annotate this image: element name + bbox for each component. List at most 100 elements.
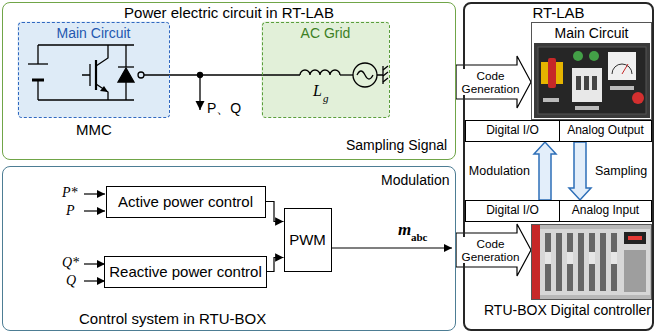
node-text: Digital I/O bbox=[486, 204, 539, 218]
main-circuit-photo bbox=[589, 51, 599, 61]
rtu-box-photo bbox=[611, 252, 617, 264]
mmc-symbol bbox=[32, 79, 44, 82]
edge-label: Code Generation bbox=[460, 69, 522, 96]
block-arrow bbox=[456, 224, 531, 276]
grid-symbol bbox=[340, 74, 353, 75]
grid-symbol bbox=[383, 66, 388, 82]
node-text: PWM bbox=[289, 231, 326, 248]
rtu-box-photo bbox=[611, 233, 617, 291]
mmc-symbol bbox=[100, 86, 108, 92]
port-cell: Analog Output bbox=[559, 120, 652, 142]
mmc-symbol bbox=[96, 84, 108, 100]
signal-name: P、Q bbox=[207, 100, 241, 116]
mmc-symbol bbox=[96, 45, 108, 66]
main-circuit-photo bbox=[573, 51, 583, 61]
main-circuit-photo bbox=[584, 76, 589, 90]
rtu-box-photo bbox=[545, 252, 551, 264]
main-circuit-photo bbox=[538, 47, 646, 114]
mmc-symbol bbox=[118, 66, 134, 67]
rtu-box-photo bbox=[540, 229, 650, 295]
photo-panel: Main Circuit bbox=[531, 22, 652, 120]
rtu-box-photo bbox=[624, 232, 646, 244]
process-box: Active power control bbox=[106, 186, 266, 218]
rtu-box-photo bbox=[532, 225, 651, 299]
main-circuit-photo bbox=[572, 68, 602, 102]
main-circuit-photo bbox=[543, 98, 559, 102]
block-arrow bbox=[456, 56, 531, 108]
dashed-region: Main Circuit bbox=[18, 22, 170, 118]
rtu-box-photo bbox=[624, 250, 646, 292]
part-name: MMC bbox=[76, 121, 112, 138]
control-signal-wires bbox=[84, 280, 105, 281]
process-box: Reactive power control bbox=[104, 256, 267, 288]
signal-name: m bbox=[398, 220, 411, 240]
rtu-box-photo bbox=[589, 252, 595, 264]
node-text: Main Circuit bbox=[19, 25, 169, 41]
signal-name: Q bbox=[66, 273, 76, 289]
node-text: Reactive power control bbox=[109, 263, 262, 280]
grid-symbol bbox=[353, 63, 377, 87]
node-text: Analog Input bbox=[572, 204, 639, 218]
mmc-symbol bbox=[138, 72, 144, 78]
rtu-box-photo bbox=[628, 236, 642, 240]
rtu-box-photo bbox=[567, 252, 573, 264]
mmc-symbol bbox=[28, 45, 144, 100]
signal-arrow bbox=[266, 202, 284, 222]
edge-label: Code Generation bbox=[460, 237, 522, 264]
signal-name: P* bbox=[62, 185, 78, 201]
symbol-subscript: g bbox=[323, 92, 329, 105]
mmc-symbol bbox=[118, 68, 134, 82]
main-circuit-photo bbox=[548, 58, 556, 88]
edge-label: Sampling bbox=[595, 164, 647, 178]
rtu-box-photo bbox=[532, 225, 540, 299]
signal-name: P bbox=[66, 203, 75, 219]
node-fill bbox=[18, 22, 170, 118]
signal-name: Modulation bbox=[381, 172, 450, 188]
rtu-box-photo bbox=[545, 233, 551, 291]
node-text: Digital I/O bbox=[486, 124, 539, 138]
node-text: Analog Output bbox=[567, 124, 644, 138]
port-cell: Analog Input bbox=[559, 200, 652, 222]
node-text: Main Circuit bbox=[532, 25, 651, 41]
port-cell: Digital I/O bbox=[465, 200, 560, 222]
mmc-symbol bbox=[37, 45, 38, 100]
node-text: AC Grid bbox=[263, 25, 389, 41]
control-signal-wires bbox=[84, 193, 105, 194]
rtu-box-photo bbox=[589, 233, 595, 291]
ac-wire bbox=[144, 74, 300, 75]
rtu-box-photo bbox=[578, 233, 584, 291]
main-circuit-photo bbox=[576, 76, 581, 90]
node-text: RTU-BOX Digital controller bbox=[484, 302, 651, 318]
port-cell: Digital I/O bbox=[465, 120, 560, 142]
node-text: Control system in RTU-BOX bbox=[79, 310, 266, 327]
main-circuit-photo bbox=[592, 76, 597, 90]
control-signal-wires bbox=[332, 247, 452, 248]
symbol-subscript: abc bbox=[411, 231, 428, 244]
main-circuit-photo bbox=[534, 43, 650, 118]
block-arrow bbox=[569, 142, 591, 200]
mmc-symbol bbox=[82, 64, 90, 86]
main-circuit-photo bbox=[575, 106, 599, 110]
control-signal-wires bbox=[84, 263, 105, 264]
main-circuit-photo bbox=[632, 92, 644, 104]
main-circuit-photo bbox=[608, 52, 636, 80]
process-box: PWM bbox=[284, 208, 332, 272]
grid-symbol bbox=[377, 66, 383, 84]
mmc-symbol bbox=[95, 60, 97, 90]
main-circuit-photo bbox=[534, 43, 650, 118]
ac-wire bbox=[199, 75, 200, 110]
node-text: Power electric circuit in RT-LAB bbox=[3, 4, 455, 21]
node-text: Active power control bbox=[118, 193, 253, 210]
node-fill bbox=[262, 22, 390, 118]
grid-symbol bbox=[357, 71, 373, 79]
rtu-box-photo bbox=[567, 233, 573, 291]
main-circuit-photo bbox=[612, 64, 632, 74]
node-text: RT-LAB bbox=[465, 4, 652, 21]
signal-arrow bbox=[267, 258, 284, 272]
grid-symbol bbox=[300, 70, 340, 75]
control-signal-wires bbox=[84, 210, 105, 211]
